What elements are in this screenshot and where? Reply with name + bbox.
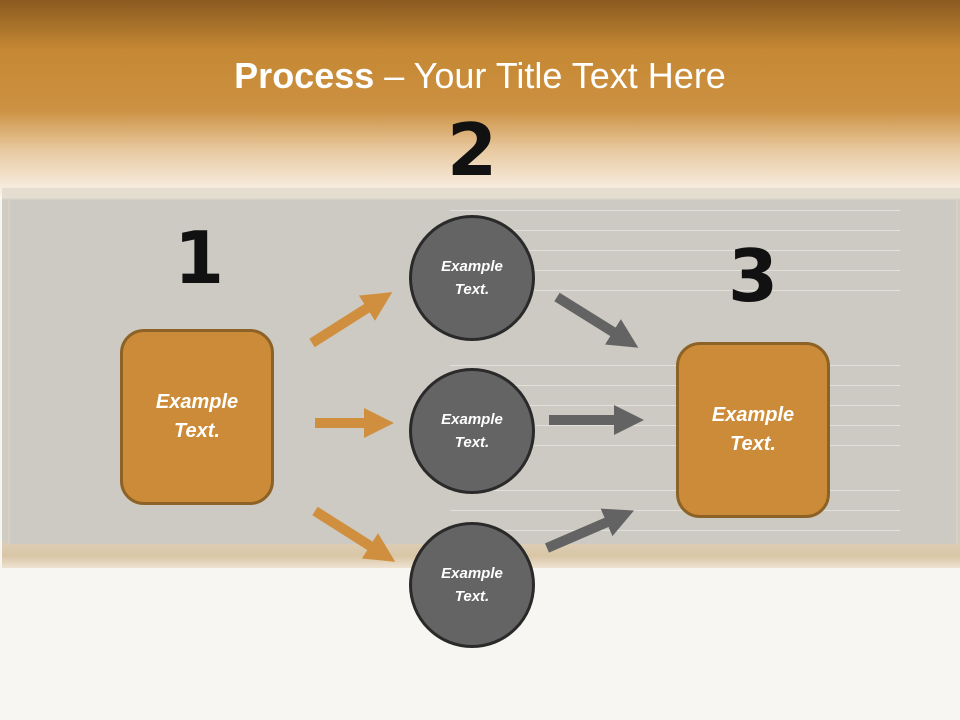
- step-2-circle-middle: Example Text.: [409, 368, 535, 494]
- step-1-box: Example Text.: [120, 329, 274, 505]
- staff-line: [450, 490, 900, 491]
- staff-line: [450, 510, 900, 511]
- title-rest: – Your Title Text Here: [374, 55, 726, 96]
- step-3-box-text: Example Text.: [711, 404, 795, 455]
- step-2-circle-top: Example Text.: [409, 215, 535, 341]
- staff-line: [450, 250, 900, 251]
- staff-line: [450, 230, 900, 231]
- step-number-3: 3: [727, 234, 779, 318]
- staff-line: [450, 530, 900, 531]
- step-1-box-text: Example Text.: [155, 391, 239, 442]
- title-bold: Process: [234, 55, 375, 96]
- step-number-1: 1: [173, 216, 225, 300]
- header-band: [0, 0, 960, 200]
- arrow-gray-up: [545, 508, 635, 553]
- staff-line: [450, 270, 900, 271]
- arrow-gray-down: [554, 292, 639, 348]
- staff-line: [450, 385, 900, 386]
- slide-title: Process – Your Title Text Here: [0, 54, 960, 98]
- staff-line: [450, 445, 900, 446]
- step-2-circle-bottom: Example Text.: [409, 522, 535, 648]
- circle-middle-text: Example Text.: [441, 411, 503, 451]
- staff-line: [450, 290, 900, 291]
- staff-line: [450, 365, 900, 366]
- staff-line: [450, 405, 900, 406]
- circle-bottom-text: Example Text.: [441, 565, 503, 605]
- arrow-orange-down: [312, 506, 396, 562]
- staff-line: [450, 210, 900, 211]
- arrow-orange-up: [309, 292, 393, 348]
- staff-line: [450, 425, 900, 426]
- circle-top-text: Example Text.: [441, 258, 503, 298]
- step-number-2: 2: [446, 108, 498, 192]
- step-3-box: Example Text.: [676, 342, 830, 518]
